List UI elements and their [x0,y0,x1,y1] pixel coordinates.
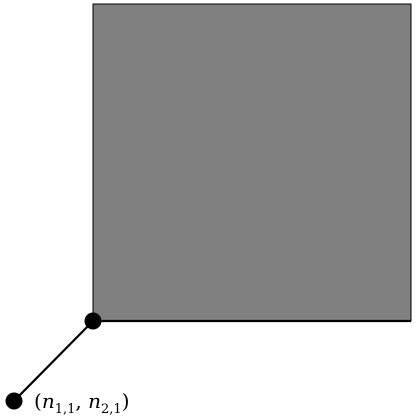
labeled-point [5,392,23,410]
corner-point [84,312,102,330]
point-label: (n1,1, n2,1) [34,388,130,418]
point-label-comma: , [75,389,82,413]
point-label-var1: n [41,389,55,413]
point-label-open: ( [34,389,42,413]
shaded-region [92,3,412,322]
connecting-segment [13,320,94,402]
point-label-close: ) [121,389,130,413]
point-label-sub2: 2,1 [101,402,122,417]
point-label-var2: n [88,389,101,413]
point-label-sub1: 1,1 [54,402,76,417]
